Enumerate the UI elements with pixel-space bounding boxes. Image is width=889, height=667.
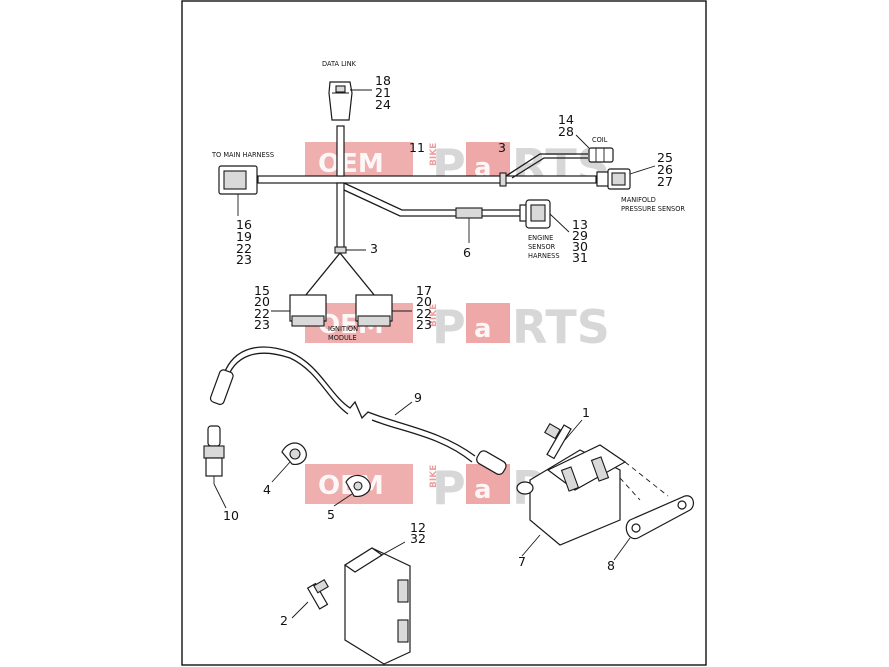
svg-text:a: a <box>474 475 492 505</box>
label-engine: ENGINE <box>528 234 553 242</box>
callout-numbers: 18 21 24 11 3 14 28 25 26 27 16 19 22 23… <box>223 73 673 628</box>
svg-text:RTS: RTS <box>512 300 610 354</box>
svg-text:OEM: OEM <box>318 149 384 179</box>
ignition-coil <box>516 444 669 557</box>
callout: 5 <box>327 507 335 522</box>
ignition-connector-left <box>271 294 327 327</box>
cable-clip <box>271 442 307 483</box>
callout: 17 <box>416 283 432 298</box>
callout: 14 <box>558 112 574 127</box>
callout: 9 <box>414 390 422 405</box>
label-coil: COIL <box>592 136 608 144</box>
svg-text:a: a <box>474 314 492 344</box>
callout: 2 <box>280 613 288 628</box>
callout: 29 <box>572 228 588 243</box>
callout: 19 <box>236 229 252 244</box>
wiring-harness <box>257 125 597 297</box>
label-to-main-harness: TO MAIN HARNESS <box>211 151 274 159</box>
harness-branch-ignition <box>336 182 345 250</box>
callout: 4 <box>263 482 271 497</box>
callout: 26 <box>657 162 673 177</box>
label-module: MODULE <box>328 334 357 342</box>
ignition-connector-right <box>355 294 412 327</box>
callout: 3 <box>370 241 378 256</box>
coil-connector <box>575 134 614 163</box>
label-harness: HARNESS <box>528 252 560 260</box>
callout: 13 <box>572 217 588 232</box>
callout: 20 <box>416 294 432 309</box>
engine-sensor-connector <box>519 199 570 233</box>
callout: 6 <box>463 245 471 260</box>
callout: 1 <box>582 405 590 420</box>
harness-trunk <box>257 175 597 184</box>
callout: 23 <box>416 317 432 332</box>
harness-sleeve <box>334 246 347 254</box>
callout: 10 <box>223 508 239 523</box>
callout: 24 <box>375 97 391 112</box>
label-manifold: MANIFOLD <box>621 196 656 204</box>
spark-plug-cable <box>209 346 507 475</box>
svg-text:RTS: RTS <box>512 139 610 193</box>
svg-text:P: P <box>432 300 466 354</box>
coil-bolt <box>544 419 583 460</box>
label-ignition: IGNITION <box>328 325 358 333</box>
callout: 11 <box>409 140 425 155</box>
callout: 12 <box>410 520 426 535</box>
callout: 16 <box>236 217 252 232</box>
callout: 30 <box>572 239 588 254</box>
callout: 22 <box>254 306 270 321</box>
label-pressure-sensor: PRESSURE SENSOR <box>621 205 685 213</box>
main-harness-connector <box>218 165 258 216</box>
cable-strap <box>499 172 507 187</box>
data-link-connector <box>328 81 372 121</box>
callout: 28 <box>558 124 574 139</box>
callout: 18 <box>375 73 391 88</box>
label-sensor: SENSOR <box>528 243 556 251</box>
diagram-frame <box>181 0 707 666</box>
callout: 23 <box>254 317 270 332</box>
spacer-clip <box>333 474 371 507</box>
module-screw <box>291 579 329 619</box>
callout: 21 <box>375 85 391 100</box>
callout: 22 <box>236 241 252 256</box>
callout: 20 <box>254 294 270 309</box>
callout: 25 <box>657 150 673 165</box>
callout: 15 <box>254 283 270 298</box>
harness-branch-data-link <box>336 125 345 177</box>
svg-text:P: P <box>432 461 466 515</box>
map-sensor-connector <box>596 165 656 190</box>
callout: 23 <box>236 252 252 267</box>
callout: 31 <box>572 250 588 265</box>
watermark-top: OEM BIKE P a RTS <box>305 139 610 193</box>
callout: 3 <box>498 140 506 155</box>
harness-branch-coil <box>505 153 588 179</box>
callout: 27 <box>657 174 673 189</box>
harness-clip <box>455 207 483 219</box>
watermark-middle: OEM BIKE P a RTS <box>305 300 610 354</box>
callout: 7 <box>518 554 526 569</box>
coil-bracket <box>613 495 695 561</box>
ignition-module <box>343 541 411 665</box>
svg-text:P: P <box>432 139 466 193</box>
callout: 32 <box>410 531 426 546</box>
label-data-link: DATA LINK <box>322 60 357 68</box>
svg-text:BIKE: BIKE <box>429 143 439 166</box>
svg-text:BIKE: BIKE <box>429 465 439 488</box>
callout: 22 <box>416 306 432 321</box>
spark-plug <box>203 425 227 509</box>
callout: 8 <box>607 558 615 573</box>
svg-text:BIKE: BIKE <box>429 304 439 327</box>
